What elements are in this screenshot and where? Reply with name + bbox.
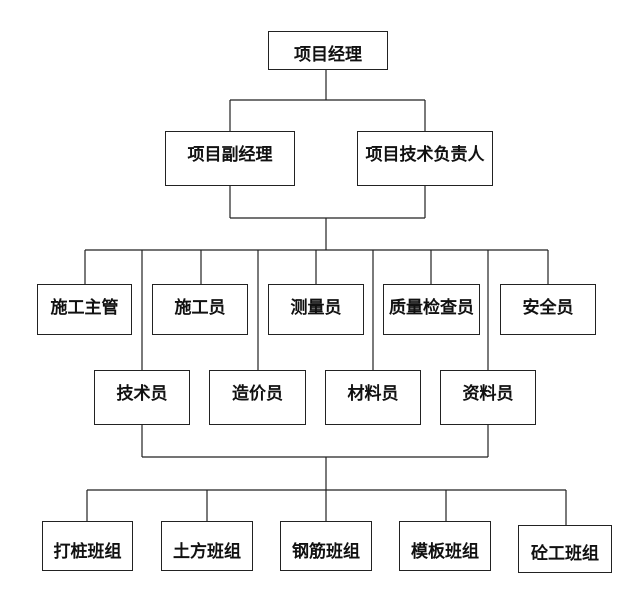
node-label: 打桩班组 — [53, 542, 122, 562]
node-cost-estimator: 造价员 — [209, 370, 306, 425]
node-label: 安全员 — [522, 298, 574, 318]
node-construction-supervisor: 施工主管 — [37, 284, 132, 335]
node-constructor: 施工员 — [152, 284, 248, 335]
node-project-manager: 项目经理 — [268, 31, 388, 70]
node-formwork-team: 模板班组 — [399, 521, 491, 571]
node-technician: 技术员 — [94, 370, 190, 425]
node-piling-team: 打桩班组 — [42, 521, 133, 571]
node-label: 模板班组 — [411, 542, 479, 562]
node-document-clerk: 资料员 — [440, 370, 536, 425]
node-earthwork-team: 土方班组 — [161, 521, 253, 571]
node-label: 材料员 — [347, 384, 399, 404]
node-quality-inspector: 质量检查员 — [383, 284, 480, 335]
node-concrete-team: 砼工班组 — [518, 525, 612, 573]
node-label: 项目技术负责人 — [365, 145, 485, 165]
node-label: 土方班组 — [173, 542, 241, 562]
node-deputy-project-manager: 项目副经理 — [165, 131, 295, 186]
node-label: 测量员 — [290, 298, 342, 318]
node-label: 质量检查员 — [389, 298, 474, 318]
node-surveyor: 测量员 — [268, 284, 364, 335]
node-label: 项目经理 — [294, 45, 362, 65]
node-label: 造价员 — [232, 384, 283, 404]
node-safety-officer: 安全员 — [500, 284, 596, 335]
node-label: 技术员 — [116, 384, 168, 404]
node-label: 钢筋班组 — [292, 542, 360, 562]
node-label: 施工主管 — [50, 298, 119, 318]
node-label: 项目副经理 — [187, 145, 273, 165]
node-label: 施工员 — [174, 298, 226, 318]
node-technical-lead: 项目技术负责人 — [357, 131, 493, 186]
node-material-clerk: 材料员 — [325, 370, 421, 425]
node-label: 砼工班组 — [531, 544, 599, 564]
node-label: 资料员 — [462, 384, 514, 404]
node-rebar-team: 钢筋班组 — [280, 521, 372, 571]
